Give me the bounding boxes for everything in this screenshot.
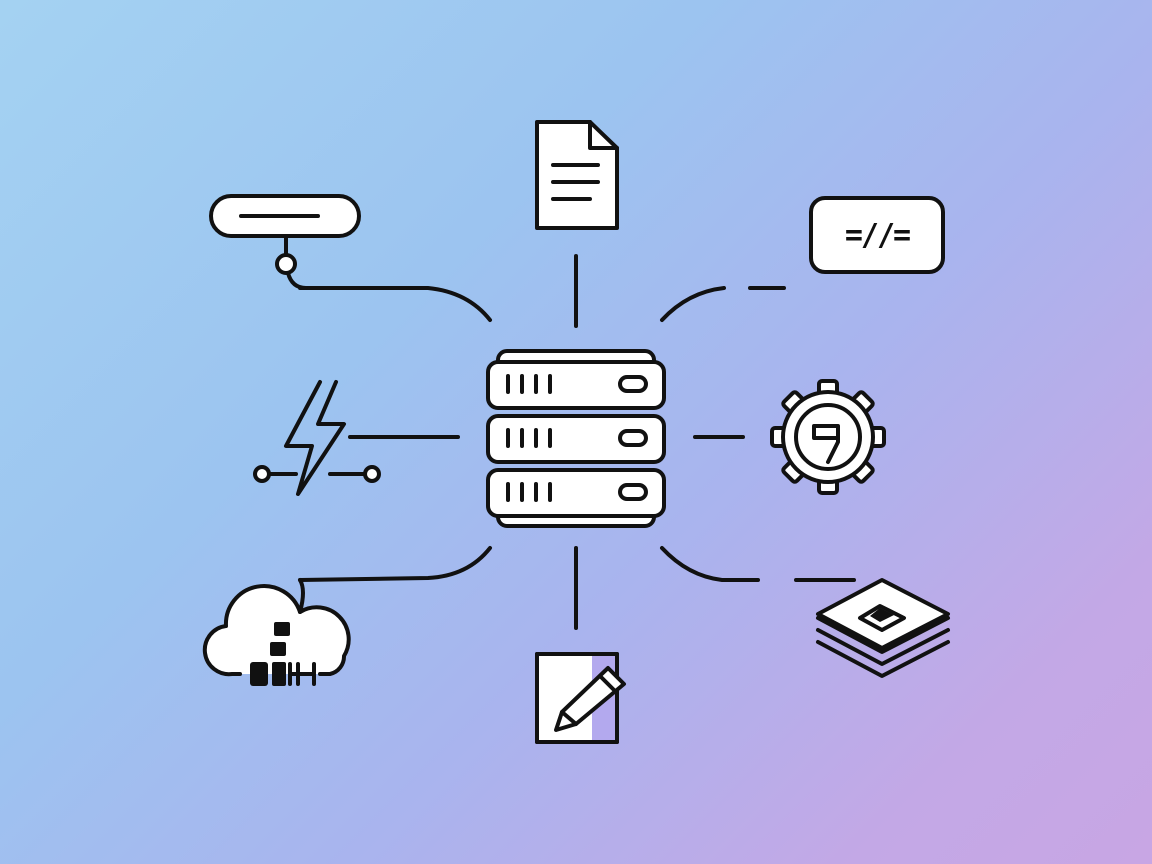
- server-rack-icon: [486, 349, 666, 528]
- server-unit-3: [506, 482, 648, 502]
- pencil-document-icon: [535, 652, 626, 744]
- gear-icon: [770, 379, 886, 495]
- search-bar-icon: [209, 194, 361, 290]
- connector-search: [298, 286, 492, 322]
- document-icon: [535, 120, 619, 230]
- code-block-icon: =//=: [809, 196, 945, 274]
- connector-cloud: [298, 546, 492, 582]
- lightning-bolt-icon: [253, 380, 381, 496]
- layers-stack-icon: [816, 578, 950, 678]
- cloud-data-icon: [202, 578, 351, 686]
- server-unit-2: [506, 428, 648, 448]
- server-unit-1: [506, 374, 648, 394]
- code-symbol: =//=: [845, 218, 910, 253]
- connector-layers: [660, 546, 856, 582]
- connector-code: [660, 286, 786, 322]
- connectors: [298, 254, 856, 630]
